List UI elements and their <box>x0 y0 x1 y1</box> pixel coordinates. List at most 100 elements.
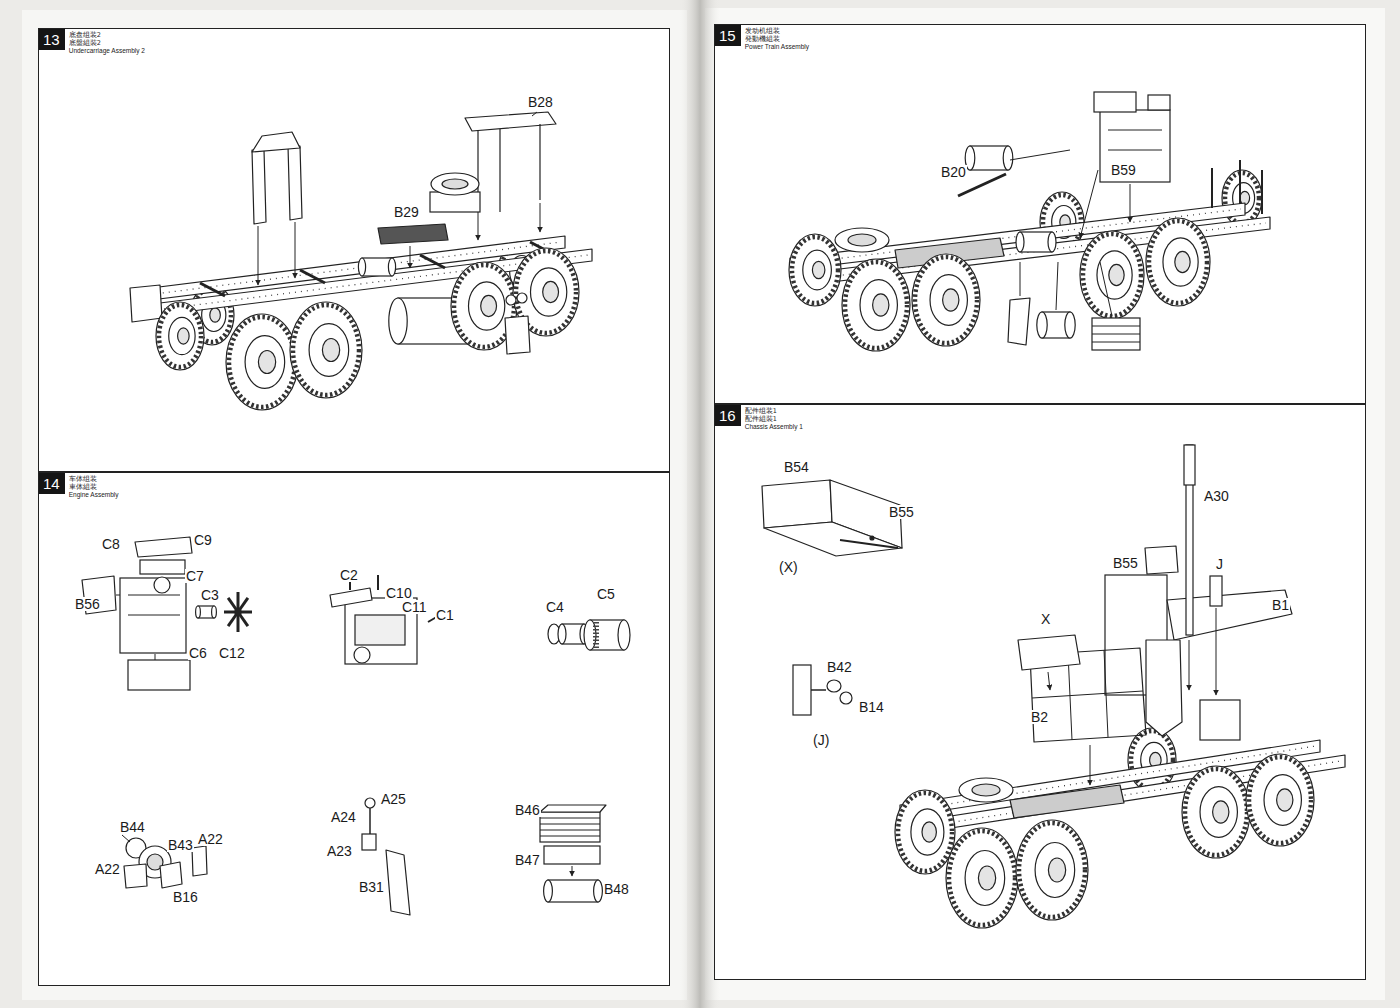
pole-top <box>1184 445 1195 485</box>
part-number: (J) <box>812 733 830 747</box>
tyre <box>895 790 955 874</box>
step-title: Engine Assembly <box>69 491 119 499</box>
panel-ground <box>38 472 670 986</box>
tray <box>544 846 600 864</box>
step-title-cjk: 底盘组装2 <box>69 32 145 40</box>
leader-line <box>532 112 537 116</box>
pulley <box>354 647 370 663</box>
step-title-cjk: 底盤組裝2 <box>69 40 145 48</box>
part-number: B44 <box>119 820 146 834</box>
engine-detail <box>128 595 180 596</box>
tyre-tread <box>898 793 952 871</box>
part-number: B47 <box>514 853 541 867</box>
step-number: 13 <box>43 32 60 47</box>
part-outline <box>1145 546 1178 574</box>
tyre-tread <box>1185 769 1247 855</box>
cross-member <box>200 283 225 296</box>
assembly-line <box>540 203 541 232</box>
step-panel: 发动机组装発動機組装Power Train Assembly15 <box>714 24 1366 404</box>
tyre <box>842 259 910 351</box>
wheel-rim <box>245 336 285 389</box>
wheel-hub <box>1175 251 1190 272</box>
cross-member <box>300 270 325 283</box>
part-number: C1 <box>435 608 455 622</box>
panel-ground <box>38 28 670 472</box>
cylinder-end <box>358 258 365 276</box>
wheel-rim <box>965 851 1005 906</box>
cross-member <box>420 255 445 268</box>
pulley <box>154 577 170 593</box>
plate <box>160 862 182 888</box>
tyre <box>1080 231 1144 319</box>
wheel-hub <box>1109 264 1124 285</box>
wheel-hub <box>1277 789 1293 811</box>
wheel-rim <box>1035 843 1075 898</box>
panel-ground <box>714 404 1366 980</box>
step-number-box: 16 <box>715 405 741 426</box>
fifth-wheel <box>431 173 479 195</box>
step-title-cjk: 配件組裝1 <box>745 416 803 424</box>
box-base <box>764 522 902 556</box>
tyre-tread <box>845 262 907 348</box>
lever <box>369 808 371 835</box>
light <box>517 293 527 303</box>
tyre-tread <box>1019 823 1085 917</box>
tyre <box>912 254 980 346</box>
engine-detail <box>355 615 405 645</box>
part-number: X <box>1040 612 1051 626</box>
grille-bar <box>1092 326 1140 327</box>
step-number: 16 <box>719 408 736 423</box>
assembly-line <box>1048 672 1050 690</box>
tyre <box>1246 754 1314 846</box>
cylinder-end <box>389 298 407 344</box>
tyre <box>290 302 362 398</box>
right-page <box>705 8 1385 1000</box>
bolt <box>870 536 874 540</box>
frame-bar <box>1068 653 1072 740</box>
tyre <box>1146 218 1210 306</box>
part-number: A25 <box>380 792 407 806</box>
step-panel: 配件组装1配件組裝1Chassis Assembly 116 <box>714 404 1366 980</box>
fan-hub <box>235 608 241 616</box>
step-title: Chassis Assembly 1 <box>745 423 803 431</box>
part-outline <box>827 680 841 692</box>
wheel-rim <box>169 317 195 354</box>
part-number: C6 <box>188 646 208 660</box>
wheel-hub <box>210 308 221 322</box>
wheel-rim <box>309 324 349 377</box>
wheel-hub <box>978 866 995 890</box>
plate <box>793 665 811 715</box>
part-number: B43 <box>167 838 194 852</box>
grille-bar <box>540 824 600 825</box>
part-number: (X) <box>778 560 799 574</box>
tyre-tread <box>1149 221 1207 303</box>
cylinder-end <box>1016 232 1024 252</box>
fifth-wheel-centre <box>442 179 468 189</box>
manifold <box>140 560 185 574</box>
part-number: B54 <box>783 460 810 474</box>
wheel-rim <box>1097 251 1132 299</box>
oil-sump <box>128 660 190 690</box>
step-heading: 底盘组装2底盤組裝2Undercarriage Assembly 2 <box>69 32 145 55</box>
cylinder-end <box>544 880 553 902</box>
part-number: C7 <box>185 569 205 583</box>
grille-bar <box>540 830 600 831</box>
box-side <box>762 480 832 528</box>
cylinder-end <box>1065 312 1075 338</box>
cylinder-end <box>558 624 566 644</box>
bumper <box>130 285 162 322</box>
cylinder-body <box>1020 232 1052 252</box>
wheel-hub <box>943 289 959 311</box>
tyre-tread <box>293 305 359 395</box>
assembly-line <box>1189 640 1190 690</box>
engine-detail <box>1108 150 1162 151</box>
plate <box>386 850 410 915</box>
part-number: C11 <box>401 600 428 614</box>
wheel-hub <box>1048 858 1065 882</box>
engine-top <box>1094 92 1136 112</box>
part-number: B46 <box>514 803 541 817</box>
wheel-hub <box>873 294 889 316</box>
part-number: A22 <box>197 832 224 846</box>
part-number: B31 <box>358 880 385 894</box>
